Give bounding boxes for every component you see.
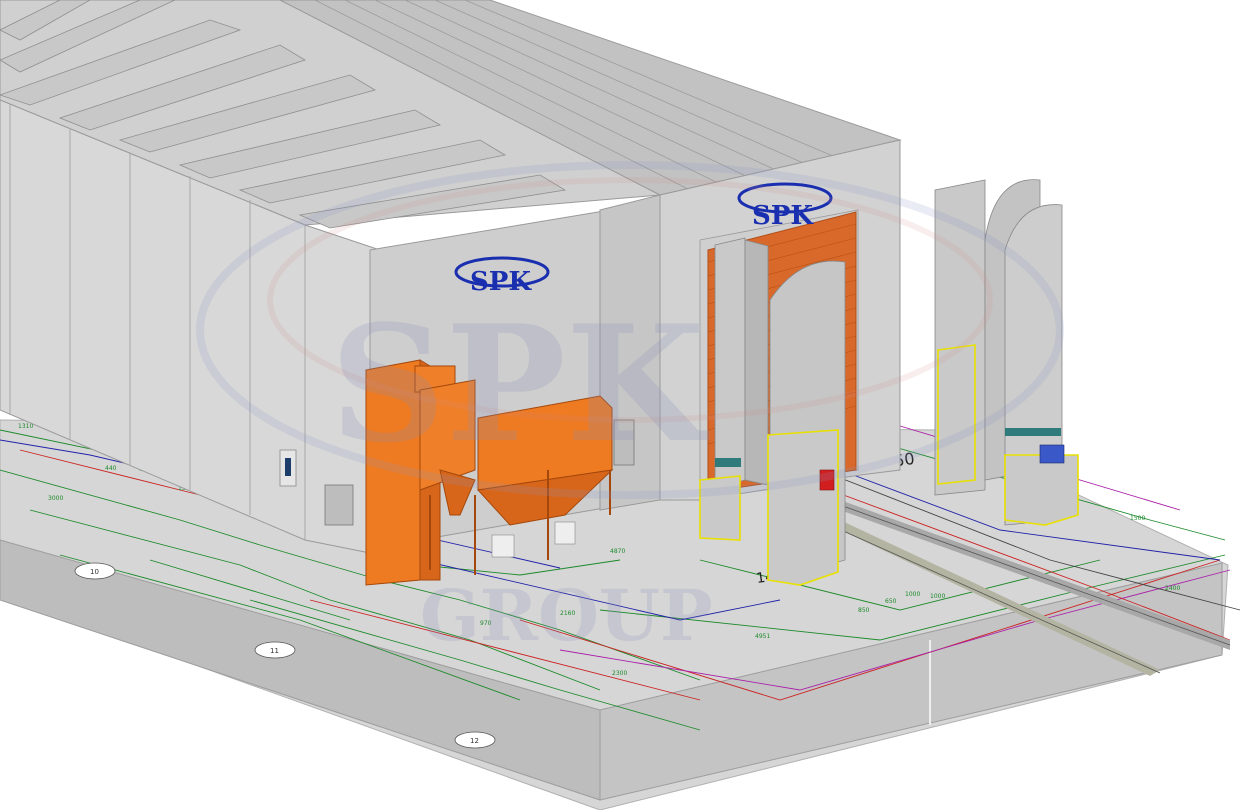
drum-bin <box>491 534 515 558</box>
exhaust-tower-right <box>934 179 1079 526</box>
floor-rails <box>829 500 1231 676</box>
svg-text:GROUP: GROUP <box>420 574 713 657</box>
dimension-label: 440 <box>105 465 117 472</box>
dimension-label: 650 <box>885 598 897 605</box>
dust-collector-equipment <box>365 359 614 586</box>
dimension-label: 4951 <box>755 633 770 640</box>
dimension-label: 1310 <box>18 423 33 430</box>
dimension-label: 3000 <box>48 495 63 502</box>
control-panel <box>613 419 635 466</box>
dimension-label: 2400 <box>1165 585 1180 592</box>
dimension-label: 2300 <box>612 670 627 677</box>
dimension-label: 970 <box>480 620 492 627</box>
exhaust-tower-front <box>699 237 846 586</box>
dimension-label: 1000 <box>905 591 920 598</box>
fan-motor <box>819 469 835 491</box>
drum-bin <box>554 521 576 545</box>
blower-motor <box>1039 444 1065 464</box>
dimension-label: 1500 <box>1130 515 1145 522</box>
axis-label: 11 <box>270 647 279 655</box>
svg-text:SPK: SPK <box>752 201 814 231</box>
watermark: SPK GROUP <box>196 161 1064 657</box>
control-panel <box>324 484 354 526</box>
spk-logo-left: SPK <box>454 256 550 297</box>
axis-label: 10 <box>90 568 99 576</box>
grid-axis-markers: 10 11 12 <box>74 562 496 749</box>
spk-logo-right: SPK <box>737 182 833 231</box>
door-window <box>285 458 291 476</box>
svg-text:SPK: SPK <box>470 267 532 297</box>
dimension-label: 2160 <box>560 610 575 617</box>
teal-band <box>715 458 741 467</box>
dimension-label: 850 <box>858 607 870 614</box>
svg-text:SPK: SPK <box>330 290 710 478</box>
dimension-label: 1000 <box>930 593 945 600</box>
axis-label: 12 <box>470 737 479 745</box>
dimension-label: 4870 <box>610 548 625 555</box>
teal-band <box>1005 428 1061 436</box>
